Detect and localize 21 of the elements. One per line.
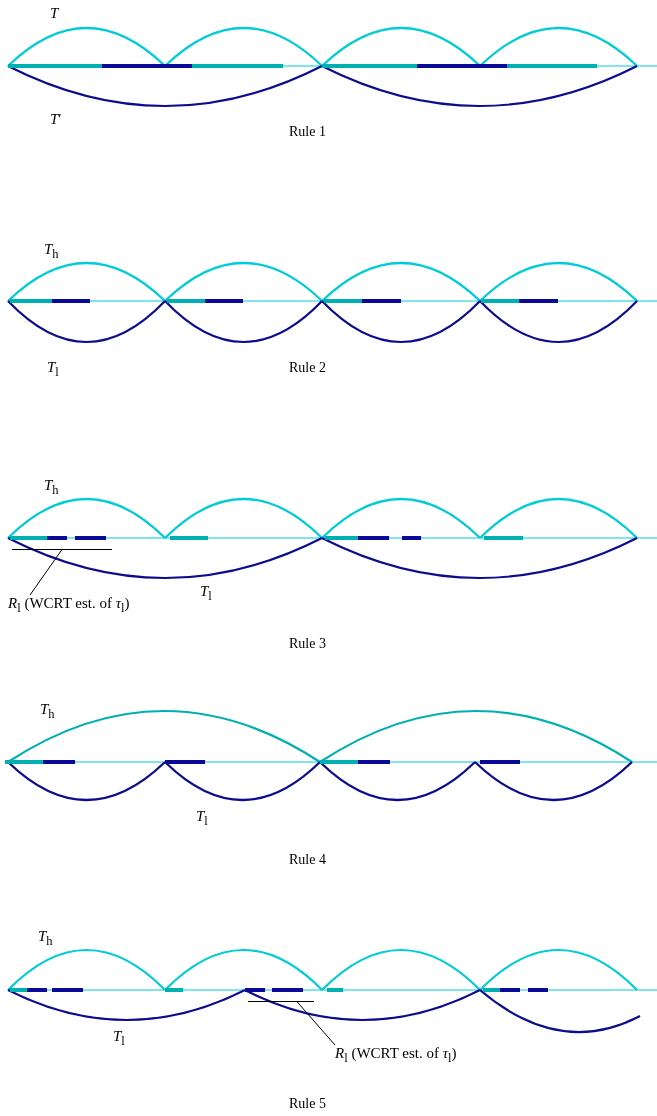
bracket-line xyxy=(248,1001,314,1002)
annotation-text: R$_{l}$ (WCRT est. of τ$_{l}$) xyxy=(335,1045,457,1066)
task-label: T$_{l}$ xyxy=(196,808,208,829)
bracket-line xyxy=(12,549,112,550)
leader-line xyxy=(296,1001,336,1046)
leader-line xyxy=(29,549,63,596)
task-label: T$_{h}$ xyxy=(40,701,55,722)
task-label: T$_{l}$ xyxy=(47,359,59,380)
task-label: T$_{h}$ xyxy=(44,477,59,498)
task-label: T$_{h}$ xyxy=(38,928,53,949)
annotation-text: R$_{l}$ (WCRT est. of τ$_{l}$) xyxy=(8,595,130,616)
task-label: T$_{h}$ xyxy=(44,241,59,262)
rule-caption: Rule 5 xyxy=(289,1096,326,1112)
task-label: T′ xyxy=(50,111,62,128)
task-label: T$_{l}$ xyxy=(113,1028,125,1049)
rule-caption: Rule 2 xyxy=(289,360,326,376)
rule-caption: Rule 1 xyxy=(289,124,326,140)
rule-caption: Rule 3 xyxy=(289,636,326,652)
rule-caption: Rule 4 xyxy=(289,852,326,868)
task-label: T$_{l}$ xyxy=(200,583,212,604)
task-label: T xyxy=(50,5,59,22)
